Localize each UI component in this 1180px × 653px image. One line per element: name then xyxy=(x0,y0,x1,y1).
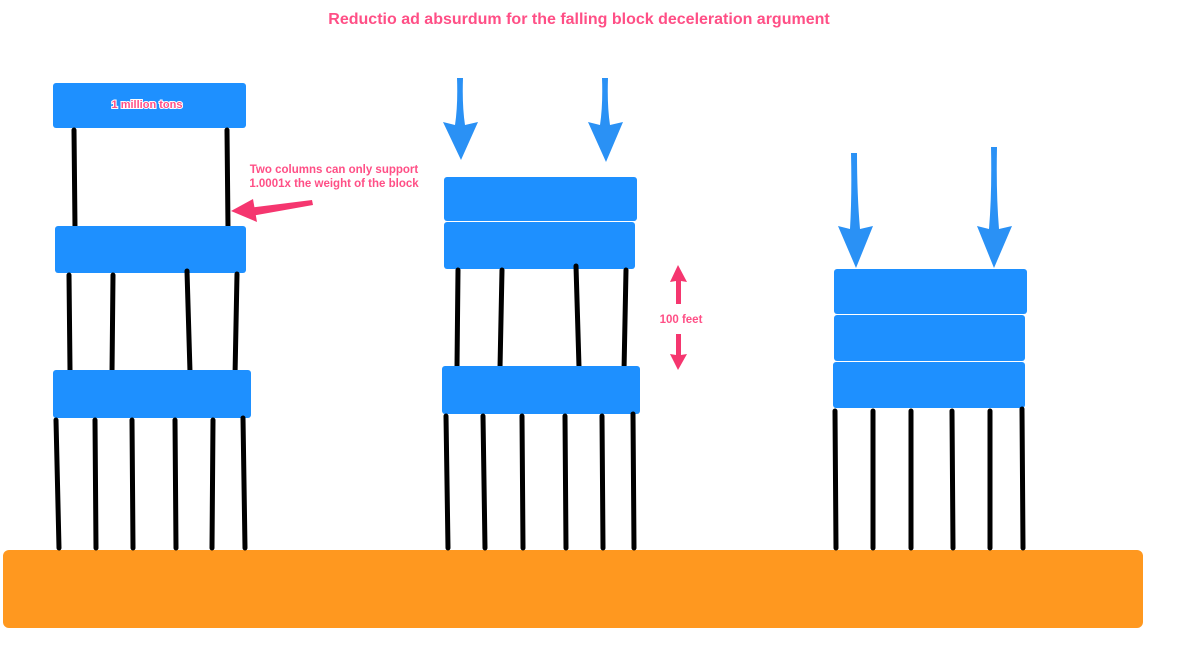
column xyxy=(832,408,839,551)
column xyxy=(92,417,99,551)
annotation-arrow xyxy=(248,200,313,216)
stack-left: 1 million tons Two columns can only supp… xyxy=(53,83,420,551)
column xyxy=(109,272,116,376)
column xyxy=(71,127,78,231)
column xyxy=(224,127,231,231)
column xyxy=(480,413,488,551)
block-bottom-middle xyxy=(442,366,640,414)
block-top-left xyxy=(53,83,246,128)
column xyxy=(630,411,637,551)
column xyxy=(66,272,73,373)
down-arrow-icon xyxy=(977,147,1012,268)
column xyxy=(519,413,526,551)
annotation-line-1: Two columns can only support xyxy=(250,164,419,176)
block-middle-left xyxy=(55,226,246,273)
annotation-arrow-head xyxy=(231,199,257,222)
column xyxy=(949,408,956,551)
block-falling-right xyxy=(834,269,1027,314)
ground xyxy=(3,550,1143,628)
block-falling-middle xyxy=(444,177,637,221)
column xyxy=(240,415,248,551)
annotation-line-2: 1.0001x the weight of the block xyxy=(249,178,419,190)
column xyxy=(129,417,136,551)
block-weight-label: 1 million tons xyxy=(112,99,183,111)
column xyxy=(454,267,461,370)
height-label: 100 feet xyxy=(660,314,703,326)
block-right-stacked-middle xyxy=(834,315,1025,361)
up-arrow-icon xyxy=(670,265,687,304)
column xyxy=(1019,406,1026,551)
column xyxy=(232,271,240,379)
column xyxy=(621,267,629,374)
column xyxy=(497,267,505,371)
column xyxy=(562,413,569,551)
diagram-title: Reductio ad absurdum for the falling blo… xyxy=(328,11,830,28)
column xyxy=(573,263,582,370)
down-arrow-small-icon xyxy=(670,334,687,370)
column xyxy=(599,413,606,551)
column xyxy=(53,417,62,551)
column xyxy=(184,268,193,375)
block-bottom-left xyxy=(53,370,251,418)
down-arrow-icon xyxy=(588,78,623,162)
column xyxy=(172,417,179,551)
column xyxy=(443,413,451,551)
stack-right xyxy=(832,147,1027,551)
down-arrow-icon xyxy=(443,78,478,160)
block-middle-stacked xyxy=(444,222,635,269)
stack-middle: 100 feet xyxy=(442,78,704,551)
block-right-stacked-bottom xyxy=(833,362,1025,408)
column xyxy=(209,417,216,551)
down-arrow-icon xyxy=(838,153,873,268)
